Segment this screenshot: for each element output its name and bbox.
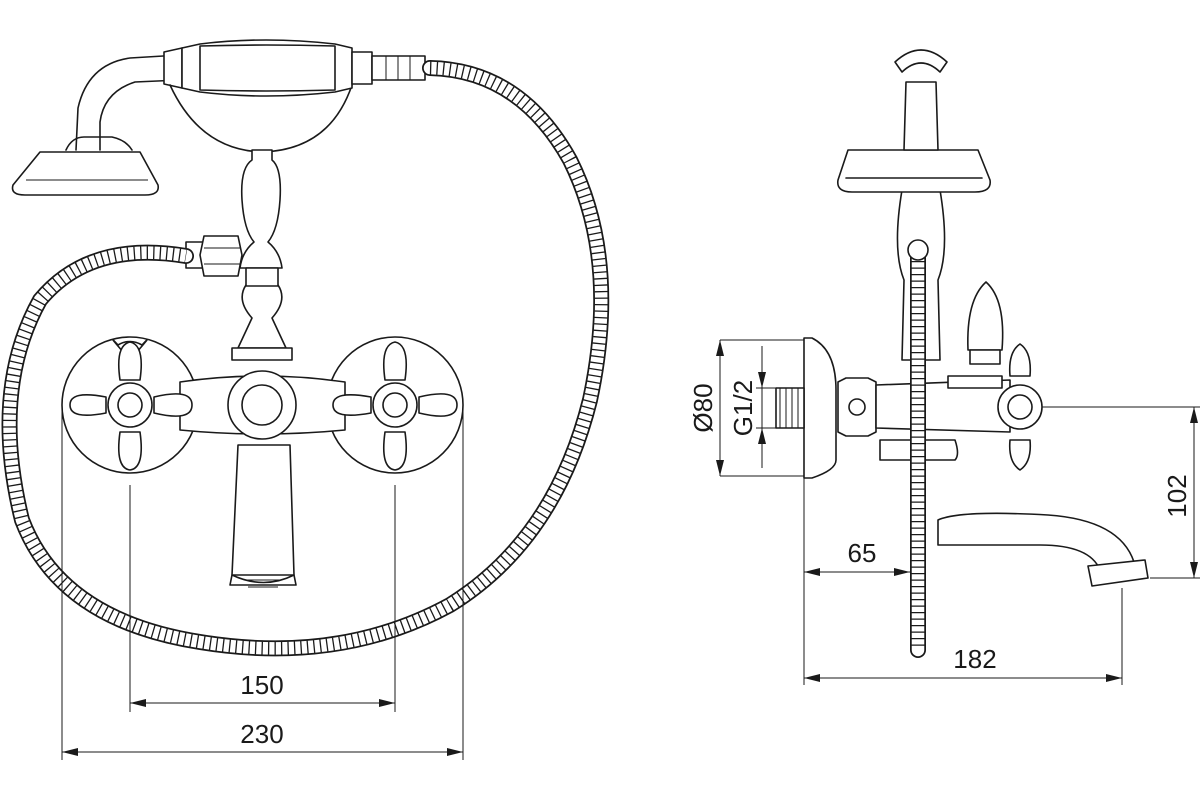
- side-hose: [907, 239, 929, 658]
- dim-150-label: 150: [240, 670, 283, 700]
- right-cross-handle: [332, 341, 458, 471]
- side-spout: [937, 512, 1149, 587]
- front-view: 150 230: [1, 39, 610, 760]
- side-dimensions: Ø80 G1/2 65 182: [688, 339, 1200, 685]
- front-dimensions: 150 230: [61, 405, 464, 760]
- hand-shower: [163, 39, 426, 153]
- hose-swivel: [185, 235, 243, 277]
- shower-hose: [1, 60, 610, 657]
- side-body: [875, 375, 1011, 461]
- connector-nut: [837, 377, 877, 437]
- dim-diameter-label: Ø80: [688, 383, 718, 432]
- side-view: Ø80 G1/2 65 182: [688, 49, 1200, 685]
- mixer-body: [61, 336, 464, 588]
- riser-column: [231, 149, 293, 361]
- wall-flange: [775, 337, 837, 479]
- side-handles: [967, 281, 1043, 471]
- dim-65-label: 65: [848, 538, 877, 568]
- shower-cradle: [11, 54, 181, 196]
- dim-thread-label: G1/2: [728, 380, 758, 436]
- dim-182-label: 182: [953, 644, 996, 674]
- dim-230-label: 230: [240, 719, 283, 749]
- left-cross-handle: [69, 339, 193, 471]
- dim-102-label: 102: [1162, 474, 1192, 517]
